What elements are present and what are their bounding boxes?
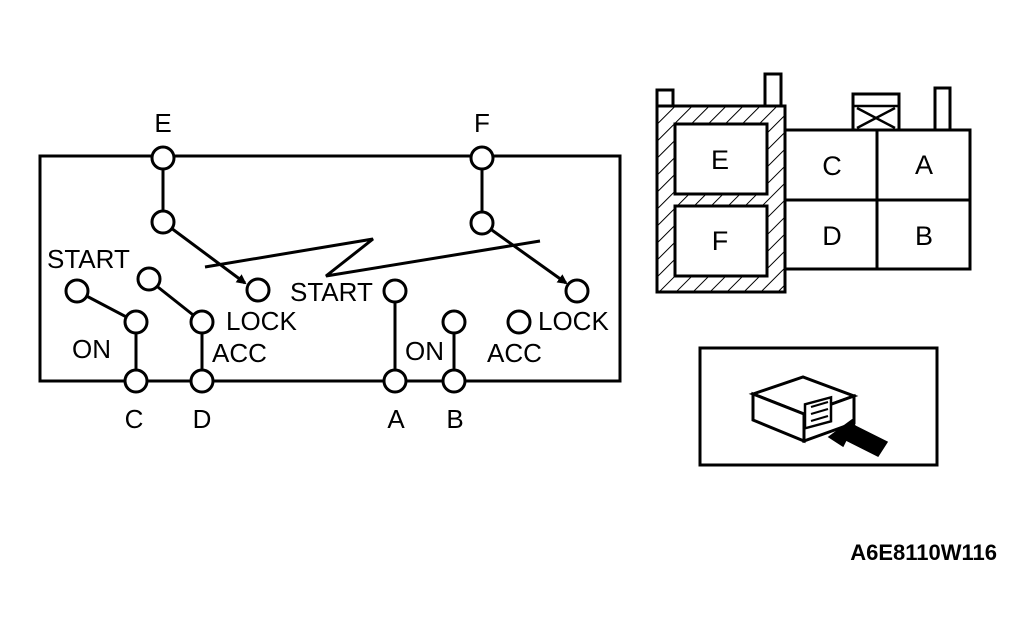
terminal-b (441, 368, 467, 394)
lock-post (933, 86, 952, 132)
cavity-c-label: C (822, 151, 842, 181)
terminal-d (189, 368, 215, 394)
cavity-f-label: F (712, 226, 729, 256)
connector-body-icon (748, 375, 859, 444)
left-pivot (150, 209, 176, 235)
terminal-c (123, 368, 149, 394)
terminal-e (150, 145, 176, 171)
left-acc-label: ACC (212, 338, 267, 368)
connector-location-inset (698, 346, 939, 467)
right-on-contact (441, 309, 467, 335)
switch-housing-outline (38, 154, 622, 383)
terminal-a (382, 368, 408, 394)
terminal-f-label: F (474, 108, 490, 138)
switch-schematic: E F C D A B START ON ACC LOCK START ON A… (38, 108, 622, 434)
insertion-arrow-icon (827, 418, 889, 457)
left-acc-upper-contact (136, 266, 162, 292)
right-switch-arm (481, 221, 568, 285)
cavity-d-label: D (822, 221, 842, 251)
right-latch-tab (763, 72, 783, 110)
right-start-contact (382, 278, 408, 304)
terminal-e-label: E (154, 108, 171, 138)
left-lock-contact (245, 277, 271, 303)
left-lock-label: LOCK (226, 306, 297, 336)
cavity-e-label: E (711, 145, 729, 175)
left-start-contact (64, 278, 90, 304)
terminal-a-label: A (387, 404, 405, 434)
right-acc-label: ACC (487, 338, 542, 368)
figure-code: A6E8110W116 (850, 540, 997, 565)
connector-face-view: E F C A D B (655, 72, 972, 294)
right-acc-contact (506, 309, 532, 335)
right-lock-label: LOCK (538, 306, 609, 336)
terminal-f (469, 145, 495, 171)
right-on-label: ON (405, 336, 444, 366)
cavity-b-label: B (915, 221, 933, 251)
terminal-d-label: D (193, 404, 212, 434)
left-switch-arm (162, 220, 247, 285)
left-on-contact (123, 309, 149, 335)
left-acc-contact (189, 309, 215, 335)
cavity-e (673, 122, 769, 196)
right-lock-contact (564, 278, 590, 304)
terminal-c-label: C (125, 404, 144, 434)
cavity-a-label: A (915, 150, 933, 180)
lock-lever-icon (851, 92, 901, 132)
terminal-b-label: B (446, 404, 463, 434)
right-pivot (469, 210, 495, 236)
left-on-label: ON (72, 334, 111, 364)
right-start-label: START (290, 277, 373, 307)
cavity-f (673, 204, 769, 278)
mechanical-link (204, 237, 541, 278)
left-start-label: START (47, 244, 130, 274)
